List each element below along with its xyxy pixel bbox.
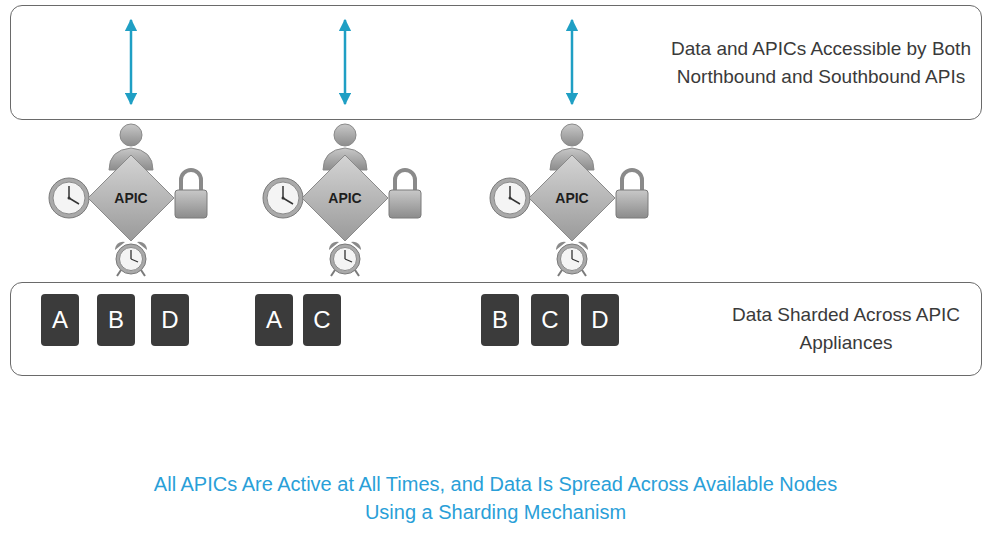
shard-letter: D: [161, 306, 178, 334]
band-text: Data and APICs Accessible by Both Northb…: [671, 35, 971, 91]
apic-icons: [49, 124, 207, 276]
shard-letter: C: [541, 306, 558, 334]
apic-label: APIC: [555, 190, 588, 206]
data-shard: C: [303, 294, 341, 346]
data-shard: C: [531, 294, 569, 346]
apic-label: APIC: [114, 190, 147, 206]
caption-box: All APICs Are Active at All Times, and D…: [0, 470, 991, 526]
panel-band: Data Sharded Across APIC Appliances A B D A C…: [10, 282, 982, 376]
apic-label: APIC: [328, 190, 361, 206]
data-shard: A: [41, 294, 79, 346]
diamond-shape: [88, 155, 174, 241]
data-shard: A: [255, 294, 293, 346]
apic-icons: [263, 124, 421, 276]
shard-letter: D: [591, 306, 608, 334]
data-shard: D: [151, 294, 189, 346]
apic-diamond: APIC: [528, 154, 616, 242]
double-arrow: [130, 20, 133, 104]
shard-letter: B: [492, 306, 508, 334]
band-text: Data Sharded Across APIC Appliances: [721, 301, 971, 357]
panel-band: Data and APICs Accessible by Both Northb…: [10, 5, 982, 120]
data-shard: B: [481, 294, 519, 346]
data-shard: D: [581, 294, 619, 346]
caption-text: All APICs Are Active at All Times, and D…: [136, 470, 856, 526]
shard-letter: C: [313, 306, 330, 334]
data-shard: B: [97, 294, 135, 346]
double-arrow: [344, 20, 347, 104]
apic-diamond: APIC: [87, 154, 175, 242]
shard-letter: A: [52, 306, 68, 334]
diamond-shape: [529, 155, 615, 241]
shard-letter: A: [266, 306, 282, 334]
apic-icons: [490, 124, 648, 276]
double-arrow: [571, 20, 574, 104]
apic-diamond: APIC: [301, 154, 389, 242]
shard-letter: B: [108, 306, 124, 334]
diamond-shape: [302, 155, 388, 241]
